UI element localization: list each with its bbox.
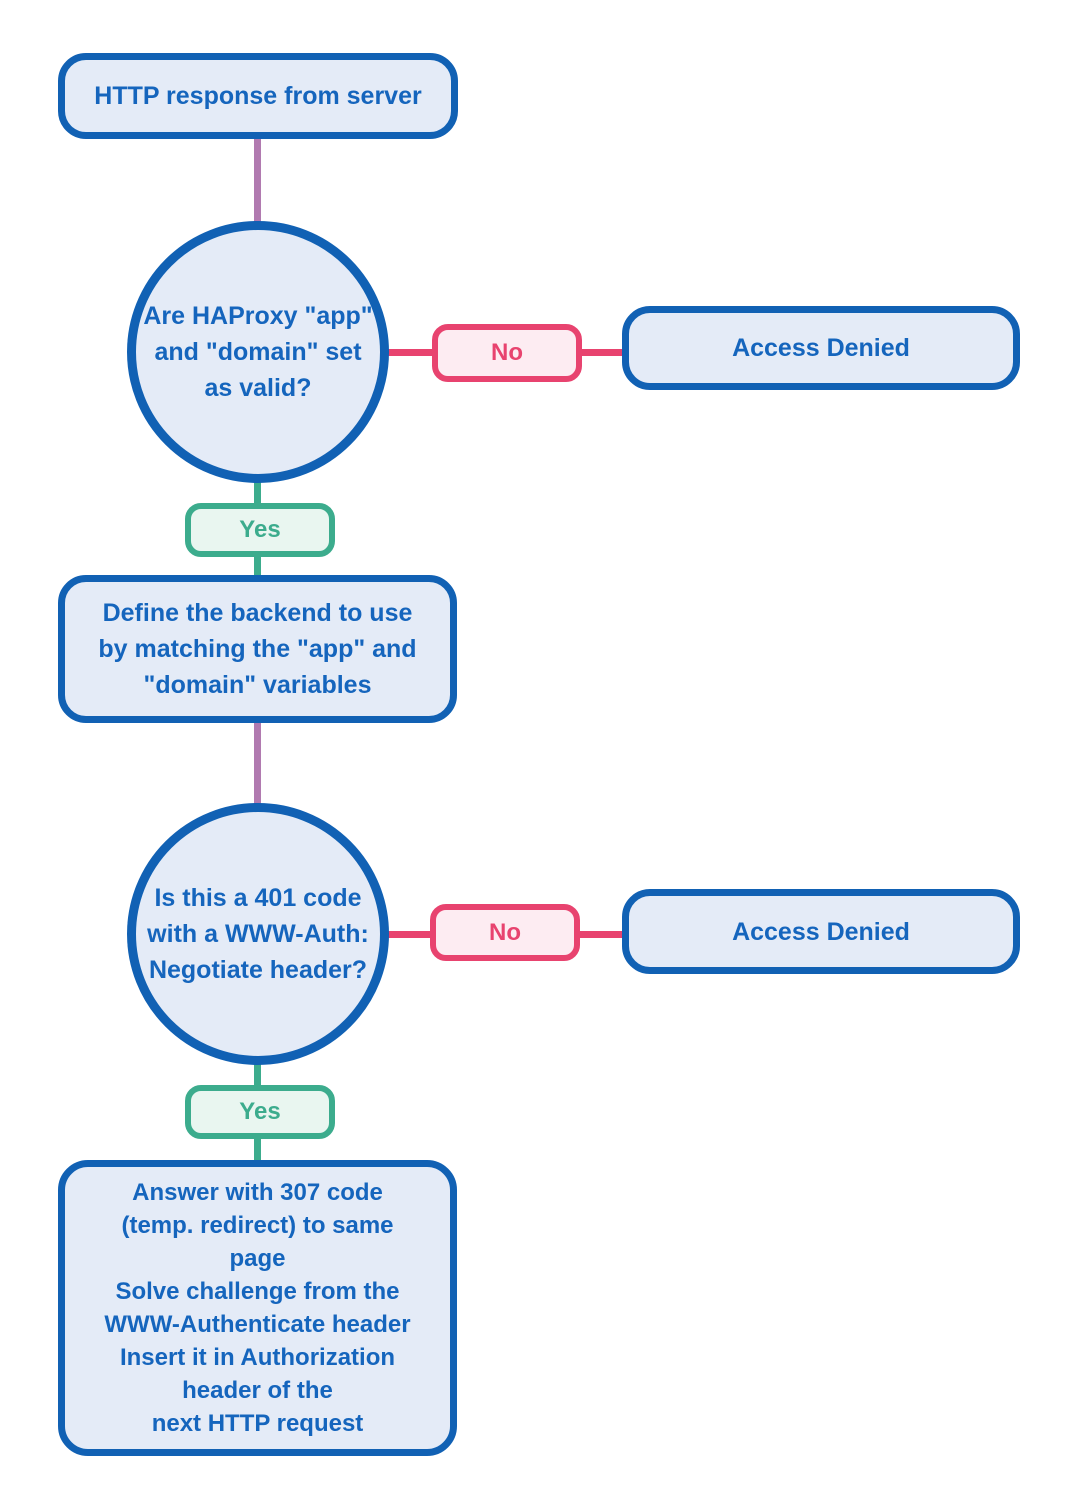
node-answer-307-redirect: Answer with 307 code (temp. redirect) to… [58, 1160, 457, 1456]
badge-no-2: No [430, 904, 580, 961]
badge-no-1: No [432, 324, 582, 382]
node-access-denied-2: Access Denied [622, 889, 1020, 974]
badge-yes-2: Yes [185, 1085, 335, 1139]
node-define-backend: Define the backend to use by matching th… [58, 575, 457, 723]
node-access-denied-1: Access Denied [622, 306, 1020, 390]
node-http-response: HTTP response from server [58, 53, 458, 139]
connector-start-to-decision1 [254, 130, 261, 230]
node-decision-app-domain-valid: Are HAProxy "app" and "domain" set as va… [127, 221, 389, 483]
node-decision-401-negotiate: Is this a 401 code with a WWW-Auth: Nego… [127, 803, 389, 1065]
connector-process1-to-decision2 [254, 718, 261, 813]
badge-yes-1: Yes [185, 503, 335, 557]
